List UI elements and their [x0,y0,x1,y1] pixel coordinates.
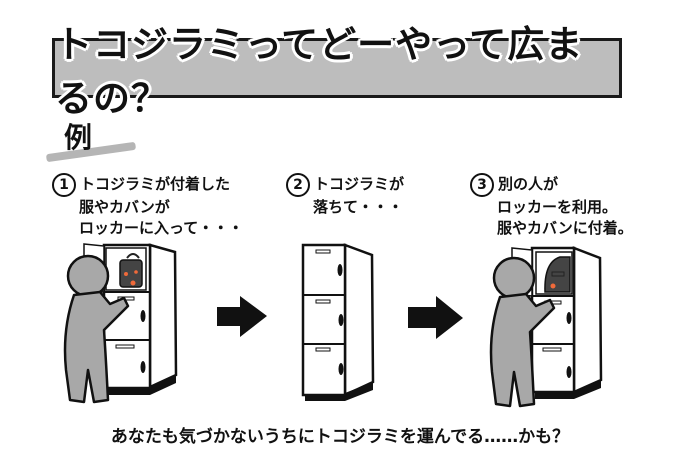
bag-icon [544,256,571,293]
bag-icon [119,253,143,288]
bug-icon [124,272,128,276]
bug-icon [130,280,136,286]
arrow-right-icon [408,296,463,339]
step-line: トコジラミが [314,175,405,193]
person-3-figure [489,256,556,408]
caption: あなたも気づかないうちにトコジラミを運んでる……かも？ [110,427,570,447]
locker-2 [301,243,375,401]
step-line: 服やカバンに付着。 [497,219,633,237]
bug-icon [134,270,138,274]
step-line: 落ちて・・・ [313,198,404,216]
title-banner: トコジラミってどーやって広まるの？ [52,23,622,120]
step-line: ロッカーに入って・・・ [79,219,244,237]
step-number-badge: 1 [52,173,76,197]
step-number-badge: 3 [470,173,494,197]
example-label: 例 [64,121,93,154]
locker-3 [511,246,603,399]
page-title: トコジラミってどーやって広まるの？ [55,23,584,120]
step-number-badge: 2 [286,173,310,197]
arrow-right-icon [217,296,267,337]
step-line: トコジラミが付着した [80,175,231,193]
step-line: 別の人が [498,175,559,193]
bug-icon [550,283,556,289]
step-line: ロッカーを利用。 [497,198,618,216]
person-1-figure [63,254,130,404]
step-line: 服やカバンが [79,198,170,216]
